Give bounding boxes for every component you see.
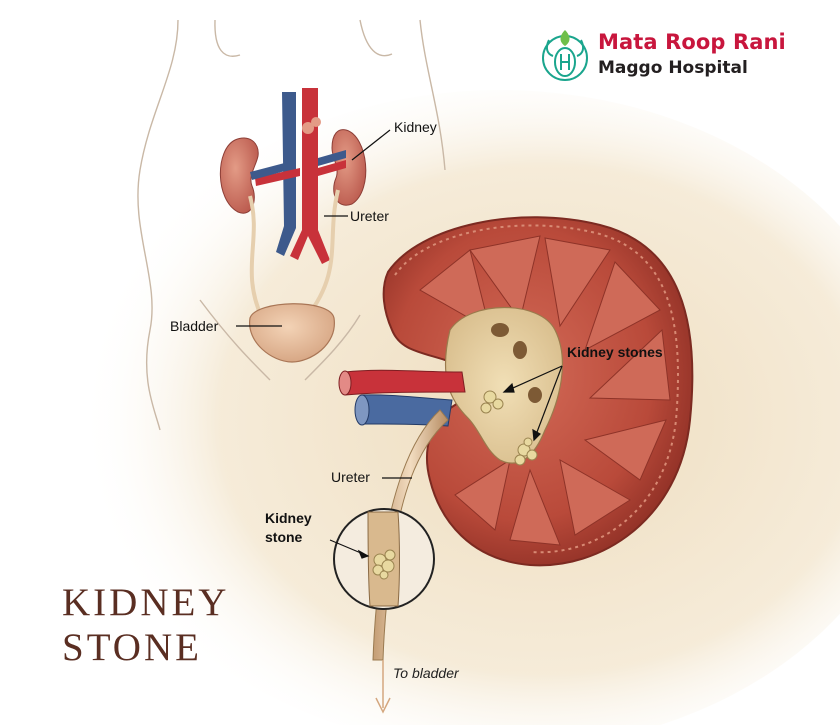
leader-lines: [236, 129, 563, 559]
label-ureter-main: Ureter: [331, 469, 370, 485]
label-kidney-stones: Kidney stones: [567, 344, 663, 360]
hospital-logo-icon: [542, 30, 588, 81]
small-kidneys: [219, 129, 367, 214]
body-outline: [137, 19, 446, 431]
label-kidney-stone-line1: Kidney: [265, 510, 312, 526]
great-vessels: [250, 88, 346, 264]
label-kidney-stone-line2: stone: [265, 529, 303, 545]
small-ureters: [248, 189, 340, 320]
label-kidney: Kidney: [394, 119, 437, 135]
large-kidney: [382, 216, 694, 567]
bladder-shape: [249, 303, 335, 363]
hospital-name: Mata Roop Rani: [598, 30, 786, 54]
kidney-stones-in-pelvis: [480, 390, 538, 466]
label-ureter-top: Ureter: [350, 208, 389, 224]
renal-vessels: [338, 369, 466, 427]
label-to-bladder: To bladder: [393, 665, 459, 681]
hospital-subtitle: Maggo Hospital: [598, 58, 748, 78]
magnifier-detail: [333, 508, 435, 610]
title-line-2: STONE: [62, 626, 202, 669]
title-line-1: KIDNEY: [62, 581, 230, 624]
label-bladder: Bladder: [170, 318, 219, 334]
to-bladder-arrow: [375, 660, 391, 714]
